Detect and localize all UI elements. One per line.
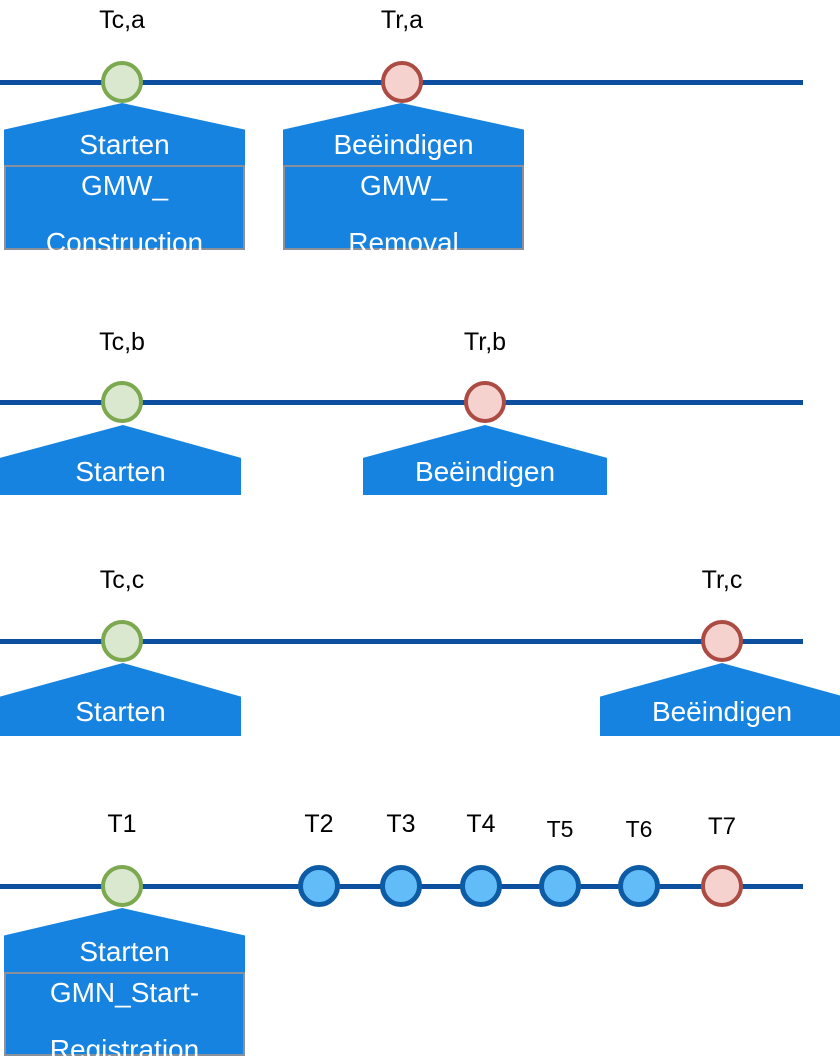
- callout-pennant-beeindigen-b[interactable]: Beëindigen: [363, 425, 607, 495]
- timeline-node-tr-a[interactable]: [381, 61, 423, 103]
- callout-pennant-starten-b[interactable]: Starten: [0, 425, 241, 495]
- tick-label-t5: T5: [546, 816, 574, 842]
- timeline-node-t4[interactable]: [460, 865, 502, 907]
- callout-pennant-starten-a[interactable]: Starten: [4, 103, 245, 165]
- timeline-node-tc-a[interactable]: [101, 61, 143, 103]
- callout-box-line2: Removal: [348, 227, 459, 259]
- timeline-axis-c: [0, 639, 803, 644]
- callout-action-label: Starten: [79, 129, 170, 160]
- tick-label-tr-b: Tr,b: [463, 328, 507, 356]
- callout-box-line1: GMW_: [80, 170, 169, 201]
- tick-label-tr-c: Tr,c: [701, 566, 743, 594]
- tick-label-t6: T6: [625, 816, 653, 842]
- timeline-node-t7[interactable]: [701, 865, 743, 907]
- timeline-node-t5[interactable]: [539, 865, 581, 907]
- callout-box-gmn-start-registration[interactable]: GMN_Start- Registration: [4, 972, 245, 1056]
- callout-box-gmw-removal[interactable]: GMW_ Removal: [283, 165, 524, 257]
- tick-label-t2: T2: [304, 810, 334, 838]
- timeline-node-tc-c[interactable]: [101, 620, 143, 662]
- tick-label-tc-a: Tc,a: [99, 6, 145, 34]
- timeline-node-t3[interactable]: [380, 865, 422, 907]
- callout-action-label: Beëindigen: [414, 456, 556, 487]
- callout-box-gmw-construction[interactable]: GMW_ Construction: [4, 165, 245, 257]
- callout-action-label: Beëindigen: [651, 696, 793, 727]
- callout-action-label: Beëindigen: [333, 129, 474, 160]
- timeline-node-tc-b[interactable]: [101, 381, 143, 423]
- timeline-node-t1[interactable]: [101, 865, 143, 907]
- callout-box-line1: GMW_: [359, 170, 448, 201]
- callout-box-line1: GMN_Start-: [49, 977, 200, 1008]
- timeline-node-t2[interactable]: [298, 865, 340, 907]
- callout-box-line2: Registration: [49, 1034, 200, 1056]
- tick-label-t1: T1: [107, 810, 137, 838]
- callout-box-line2: Construction: [45, 227, 204, 259]
- timeline-node-tr-c[interactable]: [701, 620, 743, 662]
- tick-label-t4: T4: [466, 810, 496, 838]
- callout-pennant-starten-d[interactable]: Starten: [4, 908, 245, 972]
- tick-label-t3: T3: [386, 810, 416, 838]
- callout-pennant-beeindigen-c[interactable]: Beëindigen: [600, 663, 840, 736]
- callout-pennant-beeindigen-a[interactable]: Beëindigen: [283, 103, 524, 165]
- tick-label-tr-a: Tr,a: [380, 6, 424, 34]
- tick-label-t7: T7: [707, 813, 737, 840]
- callout-action-label: Starten: [79, 936, 170, 967]
- timeline-node-tr-b[interactable]: [464, 381, 506, 423]
- callout-pennant-starten-c[interactable]: Starten: [0, 663, 241, 736]
- tick-label-tc-b: Tc,b: [99, 328, 145, 356]
- timeline-node-t6[interactable]: [618, 865, 660, 907]
- callout-action-label: Starten: [75, 696, 166, 727]
- callout-action-label: Starten: [75, 456, 166, 487]
- tick-label-tc-c: Tc,c: [99, 566, 145, 594]
- timeline-axis-b: [0, 400, 803, 405]
